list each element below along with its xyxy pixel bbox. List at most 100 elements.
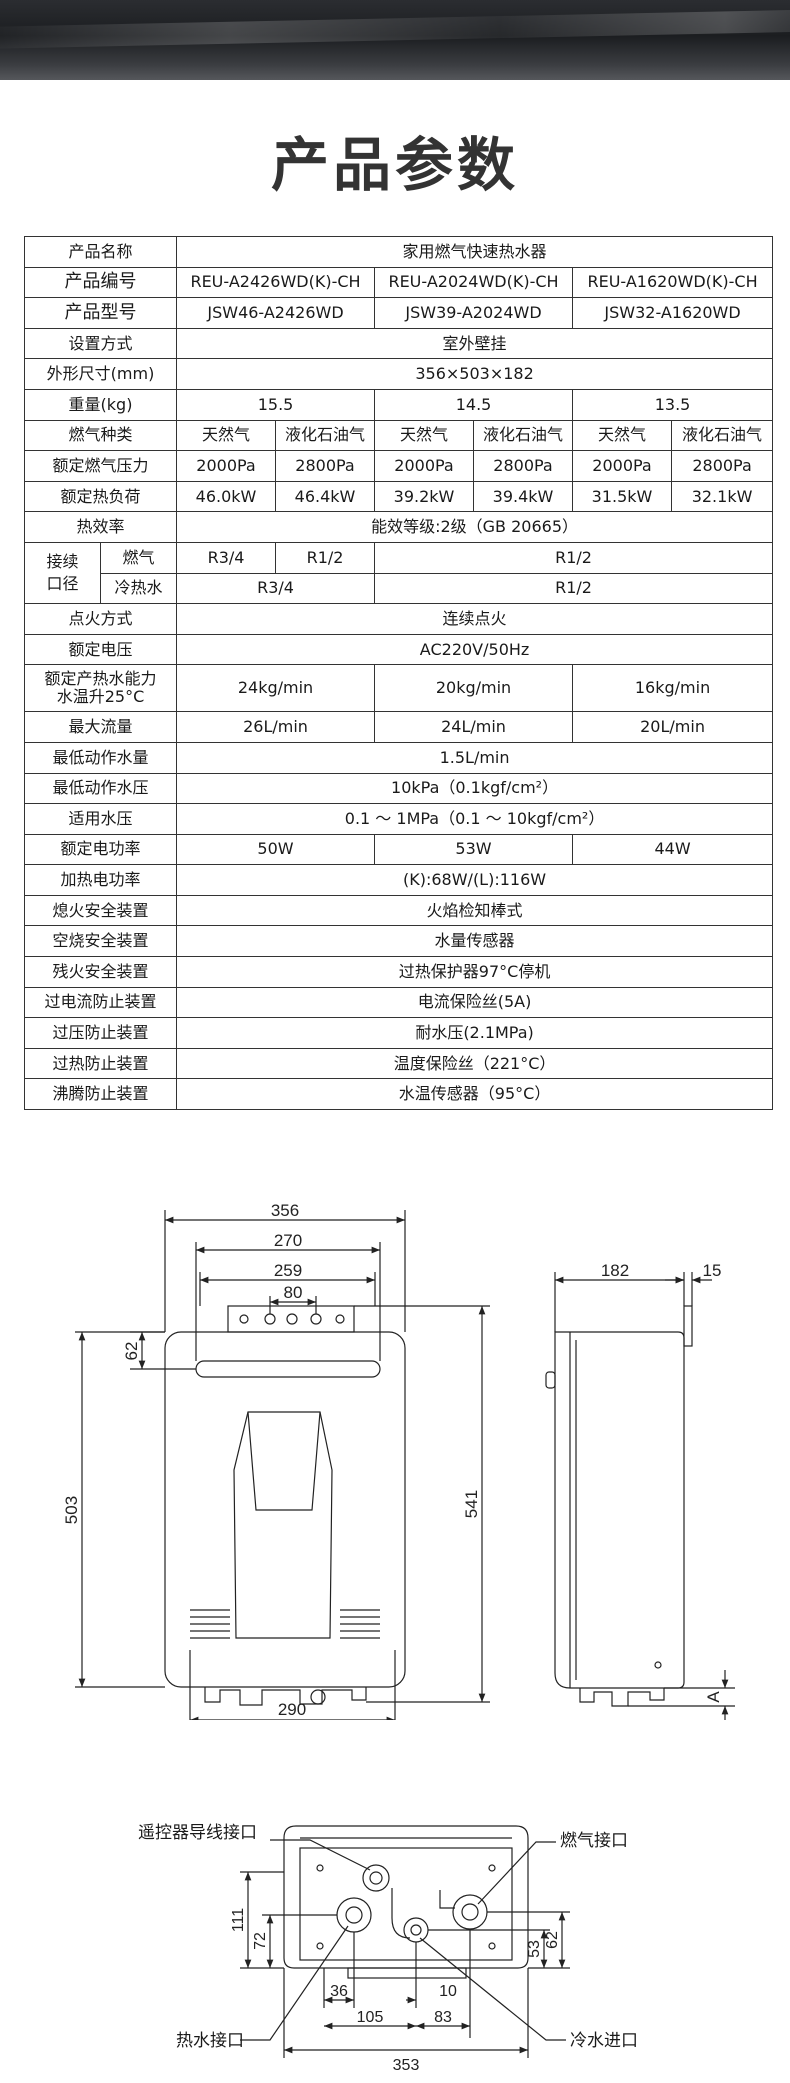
bottom-screw-3 (316, 1942, 324, 1950)
table-row: 设置方式室外壁挂 (23, 327, 774, 360)
table-row: 过热防止装置温度保险丝（221°C） (23, 1047, 774, 1080)
dim-a: A (704, 1691, 723, 1703)
dim-62: 62 (122, 1342, 141, 1361)
row-label: 外形尺寸(mm) (23, 358, 178, 390)
table-cell: 火焰检知棒式 (176, 894, 774, 927)
table-cell: (K):68W/(L):116W (176, 864, 774, 896)
table-cell: 2800Pa (671, 450, 774, 482)
table-cell: 耐水压(2.1MPa) (176, 1017, 774, 1049)
side-screw (654, 1661, 662, 1669)
dim-259: 259 (274, 1261, 302, 1280)
bracket-hole-4 (310, 1313, 322, 1325)
table-cell: 50W (176, 833, 376, 866)
table-row: 产品名称家用燃气快速热水器 (23, 236, 774, 268)
table-cell: 2000Pa (176, 450, 277, 482)
front-right-grille (340, 1609, 380, 1639)
dim-36: 36 (330, 1983, 348, 2000)
table-cell: REU-A2426WD(K)-CH (176, 266, 376, 299)
bottom-outline (283, 1825, 529, 1969)
table-cell: JSW39-A2024WD (374, 297, 574, 329)
side-body (554, 1331, 685, 1689)
bottom-screw-1 (316, 1864, 324, 1872)
row-label: 最低动作水压 (23, 772, 178, 805)
row-label: 残火安全装置 (23, 956, 178, 988)
table-cell: 46.4kW (275, 480, 376, 513)
row-label: 额定燃气压力 (23, 450, 178, 482)
dim-541: 541 (462, 1490, 481, 1518)
page-title: 产品参数 (270, 131, 519, 199)
bottom-bracket (347, 1967, 467, 1979)
table-row: 外形尺寸(mm)356×503×182 (23, 358, 774, 390)
table-cell: 天然气 (572, 419, 673, 452)
table-cell: 14.5 (374, 388, 574, 421)
bottom-pipe (391, 1888, 411, 1939)
dim-15: 15 (703, 1261, 722, 1280)
dim-290: 290 (278, 1700, 306, 1719)
front-top-vent (195, 1360, 381, 1378)
table-cell: REU-A2024WD(K)-CH (374, 266, 574, 299)
dim-353: 353 (393, 2057, 420, 2074)
table-cell: 10kPa（0.1kgf/cm²） (176, 772, 774, 805)
row-label: 点火方式 (23, 603, 178, 635)
table-cell: 20L/min (572, 711, 774, 743)
table-cell: REU-A1620WD(K)-CH (572, 266, 774, 299)
bottom-view-drawing: 111 72 36 10 105 83 353 53 62 遥控器导线接口 燃气… (138, 1823, 638, 2074)
row-label: 适用水压 (23, 803, 178, 835)
gas-leader (477, 1841, 556, 1905)
hot-water-port (336, 1897, 372, 1933)
table-row: 空烧安全装置水量传感器 (23, 925, 774, 958)
dim-72: 72 (252, 1932, 269, 1950)
dim-111: 111 (230, 1908, 247, 1932)
row-label: 过压防止装置 (23, 1017, 178, 1049)
table-row: 残火安全装置过热保护器97°C停机 (23, 956, 774, 988)
dim-53: 53 (526, 1940, 543, 1958)
label-remote-port: 遥控器导线接口 (138, 1823, 257, 1842)
front-fitting-circle (310, 1689, 326, 1705)
table-cell: 液化石油气 (275, 419, 376, 452)
row-label: 过电流防止装置 (23, 986, 178, 1019)
table-cell: 水量传感器 (176, 925, 774, 958)
table-row: 燃气种类天然气液化石油气天然气液化石油气天然气液化石油气 (23, 419, 774, 452)
table-cell: R3/4 (176, 572, 376, 605)
table-cell: 39.2kW (374, 480, 475, 513)
bottom-inner-frame (299, 1847, 513, 1961)
remote-leader (270, 1839, 371, 1871)
front-bottom-fittings (204, 1687, 367, 1706)
row-label: 熄火安全装置 (23, 894, 178, 927)
dim-105: 105 (357, 2009, 384, 2026)
bracket-hole-5 (335, 1314, 345, 1324)
table-cell: 室外壁挂 (176, 327, 774, 360)
row-label: 产品名称 (23, 236, 178, 268)
front-top-bracket (227, 1305, 355, 1333)
table-cell: 53W (374, 833, 574, 866)
table-row: 过电流防止装置电流保险丝(5A) (23, 986, 774, 1019)
table-cell: 44W (572, 833, 774, 866)
connection-group-label: 接续 口径 (24, 541, 101, 605)
bottom-pipe-2 (439, 1890, 455, 1909)
table-cell: 0.1 ～ 1MPa（0.1 ～ 10kgf/cm²） (176, 803, 774, 835)
table-cell: R3/4 (176, 541, 277, 574)
table-cell: 2800Pa (275, 450, 376, 482)
side-bottom-fittings (579, 1688, 665, 1707)
bracket-hole-3 (286, 1313, 298, 1325)
table-cell: 电流保险丝(5A) (176, 986, 774, 1019)
table-row: 点火方式连续点火 (23, 603, 774, 635)
row-label: 沸腾防止装置 (23, 1078, 178, 1111)
dimension-drawing: 356 270 259 80 62 503 541 290 182 15 A (62, 1201, 735, 1720)
row-label: 产品编号 (23, 266, 178, 299)
side-bracket (683, 1305, 693, 1347)
table-cell: 15.5 (176, 388, 376, 421)
table-cell: 356×503×182 (176, 358, 774, 390)
table-cell: 24L/min (374, 711, 574, 743)
banner-sheen (0, 8, 790, 50)
table-cell: 2000Pa (572, 450, 673, 482)
row-label: 额定产热水能力 水温升25°C (23, 664, 178, 713)
table-cell: 能效等级:2级（GB 20665） (176, 511, 774, 543)
